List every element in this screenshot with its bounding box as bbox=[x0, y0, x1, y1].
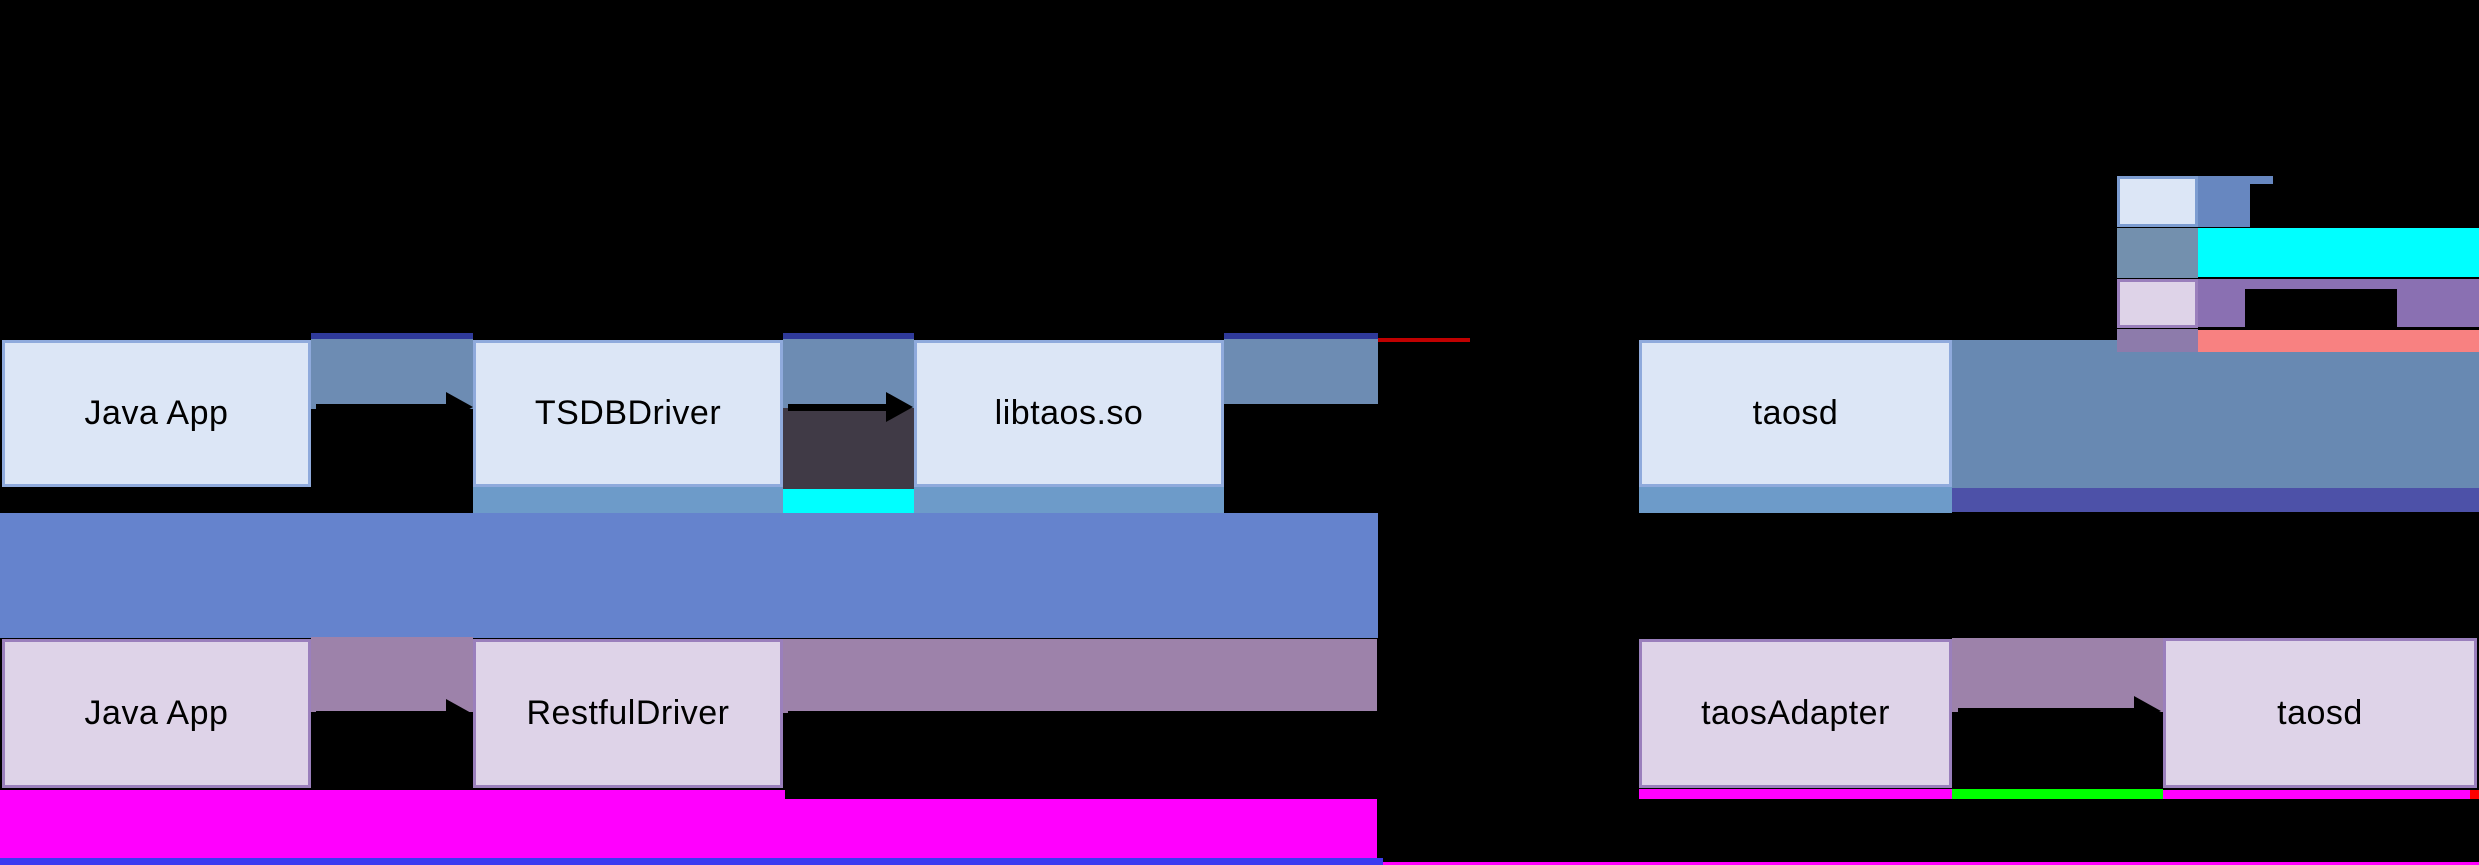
rest-highlight-band bbox=[783, 639, 1377, 713]
connector-top-edge bbox=[783, 333, 914, 339]
legend-swatch-app-box bbox=[2117, 176, 2198, 227]
arrow-libtaos-to-taosd-line bbox=[1224, 404, 1614, 411]
legend-swatch-mauve bbox=[2117, 329, 2198, 352]
box-libtaos-label: libtaos.so bbox=[994, 394, 1144, 432]
arrow-restfuldriver-to-taosadapter-head bbox=[1612, 700, 1639, 730]
arrow-taosadapter-to-taosd-line bbox=[1958, 708, 2134, 715]
box-java-app-jni-label: Java App bbox=[84, 394, 229, 432]
bottom-magenta-line bbox=[1383, 862, 2479, 865]
box-java-app-rest-label: Java App bbox=[84, 694, 229, 732]
box-taosd-rest-label: taosd bbox=[2277, 693, 2363, 732]
arrow-app-to-tsdbdriver-line bbox=[316, 404, 448, 411]
arrow-app-to-restfuldriver-head bbox=[446, 699, 473, 729]
legend-label-blob-row3 bbox=[2245, 289, 2397, 327]
box-taosd-rest: taosd bbox=[2163, 638, 2477, 788]
arrow-taosadapter-to-taosd-head bbox=[2134, 696, 2161, 726]
arrow-restfuldriver-to-taosadapter-line bbox=[788, 711, 1633, 717]
cyan-highlight-strip bbox=[783, 489, 914, 513]
arrow-tsdbdriver-to-libtaos-head bbox=[886, 392, 913, 422]
arrow-libtaos-to-taosd-head bbox=[1612, 392, 1639, 422]
box-taosd-jni: taosd bbox=[1639, 340, 1952, 487]
box-restfuldriver-label: RestfulDriver bbox=[526, 694, 730, 732]
bottom-blue-line bbox=[0, 858, 1383, 865]
indigo-strip-under-cluster bbox=[1952, 488, 2479, 512]
rest-magenta-band-right bbox=[785, 799, 1377, 860]
jni-highlight-band bbox=[0, 513, 1378, 638]
arrow-app-to-restfuldriver-line bbox=[316, 711, 448, 718]
legend-swatch-steel bbox=[2117, 228, 2198, 278]
box-taosadapter-label: taosAdapter bbox=[1701, 694, 1890, 732]
red-sliver-bottom-right bbox=[2470, 790, 2479, 799]
legend-band-row4-salmon bbox=[2198, 330, 2479, 352]
magenta-strip-under-taosadapter bbox=[1639, 789, 1952, 799]
connector-top-edge bbox=[311, 333, 473, 339]
arrow-tsdbdriver-to-libtaos-line bbox=[788, 404, 886, 411]
rest-magenta-band-left bbox=[0, 790, 785, 860]
legend-swatch-rest-box bbox=[2117, 279, 2198, 328]
connector-top-edge bbox=[1224, 333, 1378, 339]
box-java-app-jni: Java App bbox=[2, 340, 311, 487]
strip-under-libtaos bbox=[914, 487, 1224, 513]
arrow-app-to-tsdbdriver-head bbox=[446, 392, 473, 422]
strip-under-taosd-jni bbox=[1639, 487, 1952, 513]
green-highlight-strip bbox=[1952, 789, 2163, 799]
connector-band-adapter-taosd bbox=[1952, 638, 2163, 712]
connector-band-libtaos-out bbox=[1224, 339, 1378, 408]
box-java-app-rest: Java App bbox=[2, 639, 311, 788]
legend-label-blob-row1 bbox=[2250, 184, 2282, 227]
box-taosd-jni-label: taosd bbox=[1752, 394, 1839, 432]
legend-band-row2-cyan bbox=[2198, 228, 2479, 277]
box-tsdbdriver: TSDBDriver bbox=[473, 340, 783, 487]
box-libtaos: libtaos.so bbox=[914, 340, 1224, 487]
magenta-strip-under-taosd-rest bbox=[2163, 790, 2470, 799]
network-divider-dash bbox=[1378, 338, 1470, 342]
box-taosadapter: taosAdapter bbox=[1639, 639, 1952, 788]
box-tsdbdriver-label: TSDBDriver bbox=[534, 394, 722, 432]
strip-under-tsdbdriver bbox=[473, 487, 783, 513]
taosd-cluster-band bbox=[1952, 340, 2479, 488]
box-restfuldriver: RestfulDriver bbox=[473, 639, 783, 788]
